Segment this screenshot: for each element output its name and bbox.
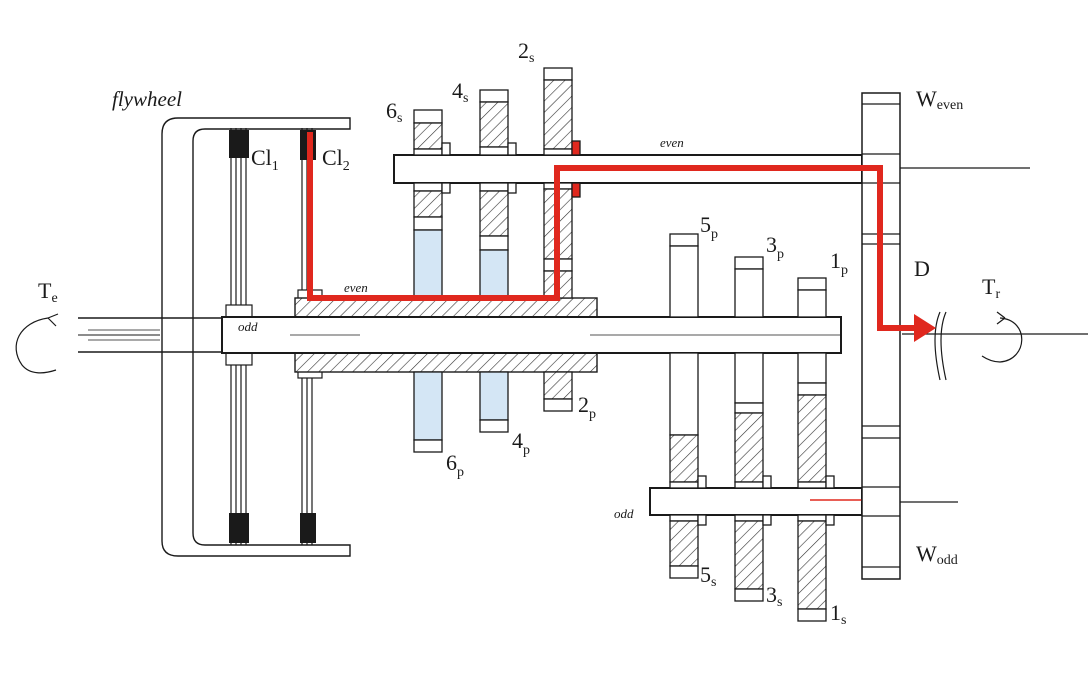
gear-5s (669, 434, 707, 579)
gear-3p (734, 256, 764, 414)
gear-4s (479, 89, 517, 251)
flywheel-housing (161, 117, 351, 557)
gear-2p-label: 2p (578, 392, 596, 422)
gear-4p-label: 4p (512, 428, 530, 458)
gear-6s (413, 109, 451, 231)
odd-countershaft (649, 487, 958, 516)
gear-5s-label: 5s (700, 562, 716, 590)
gear-3s-label: 3s (766, 582, 782, 610)
gear-5p-label: 5p (700, 212, 718, 242)
te-rotation-arrow (15, 313, 59, 374)
gear-4p (479, 249, 509, 433)
gear-2s-label: 2s (518, 38, 534, 66)
gear-3s (734, 412, 772, 602)
odd-shaft-label: odd (238, 319, 258, 334)
even-hollow-shaft (294, 297, 598, 373)
gear-2p (543, 270, 573, 412)
odd-inner-shaft (221, 316, 842, 354)
even-hollow-shaft-label: even (344, 280, 368, 295)
gear-6p (413, 229, 443, 453)
gear-6p-label: 6p (446, 450, 464, 480)
flywheel-label: flywheel (112, 87, 182, 111)
odd-countershaft-label: odd (614, 506, 634, 521)
gear-1p-label: 1p (830, 248, 848, 278)
clutch-2-label: Cl2 (322, 145, 350, 174)
gear-1s-label: 1s (830, 600, 846, 628)
gear-6s-label: 6s (386, 98, 402, 126)
output-torque-label: Tr (982, 274, 1000, 302)
power-flow-arrowhead-icon (914, 314, 936, 342)
engine-torque-label: Te (38, 278, 58, 306)
clutch-1-label: Cl1 (251, 145, 279, 174)
power-flow-path (307, 132, 936, 342)
final-drive-label: D (914, 256, 930, 281)
w-odd-label: Wodd (916, 541, 958, 568)
gear-1s (797, 394, 835, 622)
input-shaft (78, 317, 230, 353)
w-even-label: Weven (916, 86, 963, 113)
clutch-1 (225, 128, 253, 545)
gear-3p-label: 3p (766, 232, 784, 262)
even-countershaft-label: even (660, 135, 684, 150)
gear-4s-label: 4s (452, 78, 468, 106)
output-shaft (902, 311, 1088, 381)
